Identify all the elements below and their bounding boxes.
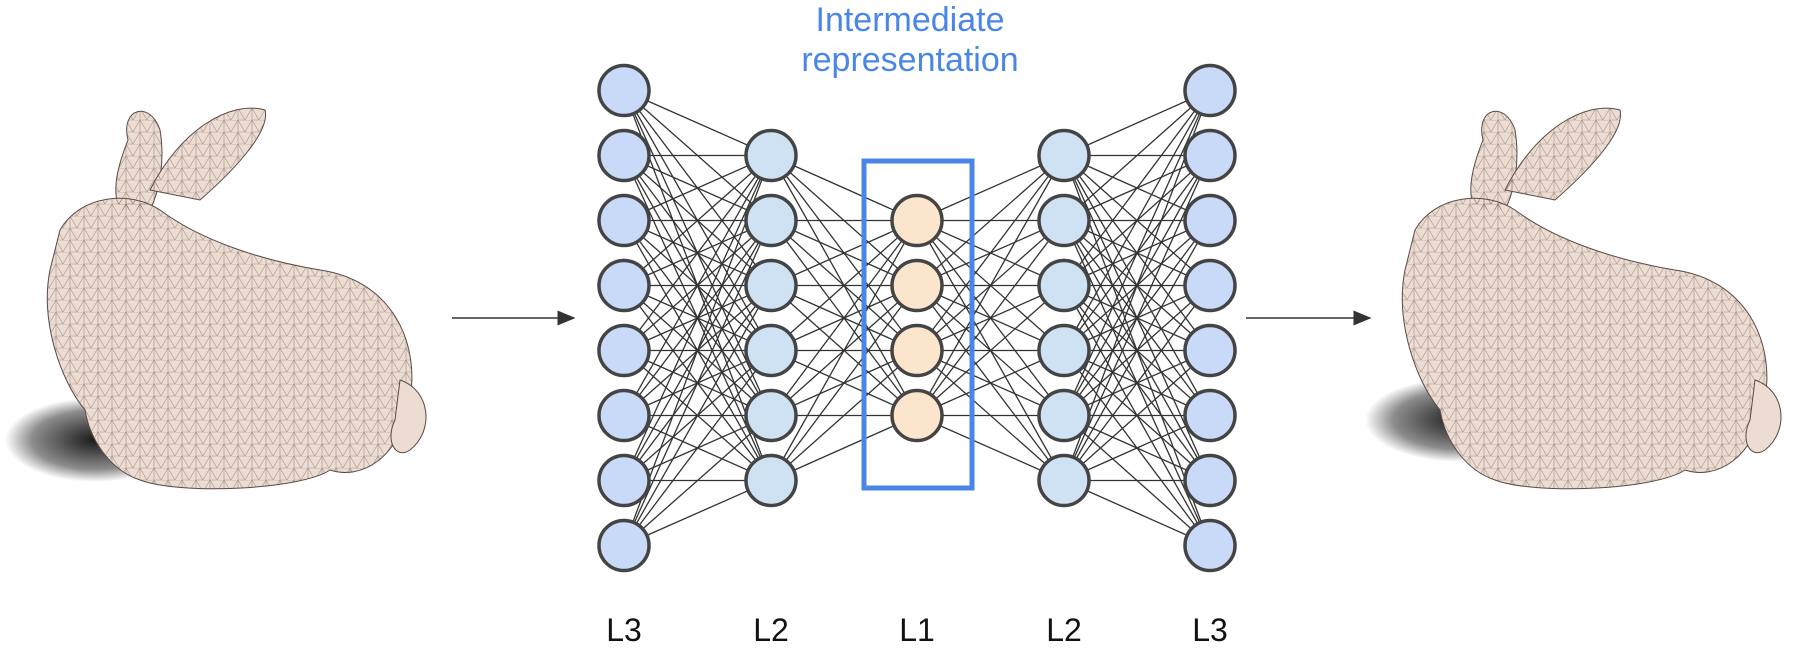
edge-0-7-1 [623, 220, 772, 546]
node-layer2-0 [890, 193, 944, 248]
layer-label-4: L3 [1192, 612, 1228, 648]
node-layer0-1 [597, 128, 651, 183]
node-layer0-2 [597, 193, 651, 248]
edge-2-2-0 [916, 155, 1065, 351]
intermediate-representation-title: Intermediate representation [700, 0, 1120, 80]
edge-2-0-0 [916, 154, 1065, 222]
node-layer1-3 [744, 323, 798, 378]
edge-2-3-1 [916, 220, 1065, 416]
edge-1-5-0 [770, 220, 918, 481]
edge-3-5-4 [1063, 350, 1211, 481]
node-layer4-4 [1183, 323, 1237, 378]
edge-3-4-0 [1063, 90, 1211, 416]
layer-label-3: L2 [1046, 612, 1082, 648]
output-bunny-image [1365, 107, 1782, 490]
edge-0-7-5 [623, 479, 772, 547]
node-layer3-0 [1037, 128, 1091, 183]
edge-0-5-0 [623, 155, 772, 416]
edge-1-3-0 [770, 220, 918, 351]
edge-0-2-0 [623, 154, 772, 222]
edge-0-7-3 [623, 350, 772, 546]
layer-label-0: L3 [606, 612, 642, 648]
node-layer2-1 [890, 258, 944, 313]
edge-3-5-3 [1063, 285, 1211, 481]
edge-3-5-2 [1063, 220, 1211, 481]
node-layer3-3 [1037, 323, 1091, 378]
title-line-2: representation [801, 41, 1019, 79]
layer-label-1: L2 [753, 612, 789, 648]
edge-2-3-2 [916, 285, 1065, 416]
node-layer1-1 [744, 193, 798, 248]
node-layer1-4 [744, 388, 798, 443]
edge-0-7-4 [623, 415, 772, 546]
edge-1-5-1 [770, 285, 918, 481]
intermediate-representation-box [861, 158, 975, 491]
node-layer2-3 [890, 388, 944, 443]
node-layer1-5 [744, 453, 798, 508]
node-layer0-6 [597, 453, 651, 508]
node-layer0-0 [597, 63, 651, 118]
node-layer4-5 [1183, 388, 1237, 443]
edge-2-3-5 [916, 414, 1065, 482]
node-layer4-2 [1183, 193, 1237, 248]
edge-0-4-0 [623, 155, 772, 351]
node-layer4-0 [1183, 63, 1237, 118]
node-layer4-6 [1183, 453, 1237, 508]
edge-2-3-3 [916, 349, 1065, 417]
node-layer0-5 [597, 388, 651, 443]
edge-1-5-2 [770, 350, 918, 481]
node-layer0-3 [597, 258, 651, 313]
edge-2-1-0 [916, 155, 1065, 286]
edge-0-6-0 [623, 155, 772, 481]
node-layer3-1 [1037, 193, 1091, 248]
node-layer4-3 [1183, 258, 1237, 313]
edge-1-4-0 [770, 220, 918, 416]
edge-0-0-0 [623, 89, 772, 157]
node-layer1-2 [744, 258, 798, 313]
layer-label-2: L1 [899, 612, 935, 648]
node-layer3-4 [1037, 388, 1091, 443]
edge-0-7-2 [623, 285, 772, 546]
edge-3-1-0 [1063, 90, 1211, 221]
node-layer4-1 [1183, 128, 1237, 183]
edge-0-3-0 [623, 155, 772, 286]
node-layer3-2 [1037, 258, 1091, 313]
edge-3-3-0 [1063, 90, 1211, 351]
node-layer1-0 [744, 128, 798, 183]
edge-3-2-0 [1063, 90, 1211, 286]
title-line-1: Intermediate [815, 1, 1005, 39]
node-layer4-7 [1183, 518, 1237, 573]
node-layer0-7 [597, 518, 651, 573]
input-bunny-image [5, 107, 427, 490]
node-layer0-4 [597, 323, 651, 378]
edge-2-3-0 [916, 155, 1065, 416]
node-layer2-2 [890, 323, 944, 378]
node-layer3-5 [1037, 453, 1091, 508]
